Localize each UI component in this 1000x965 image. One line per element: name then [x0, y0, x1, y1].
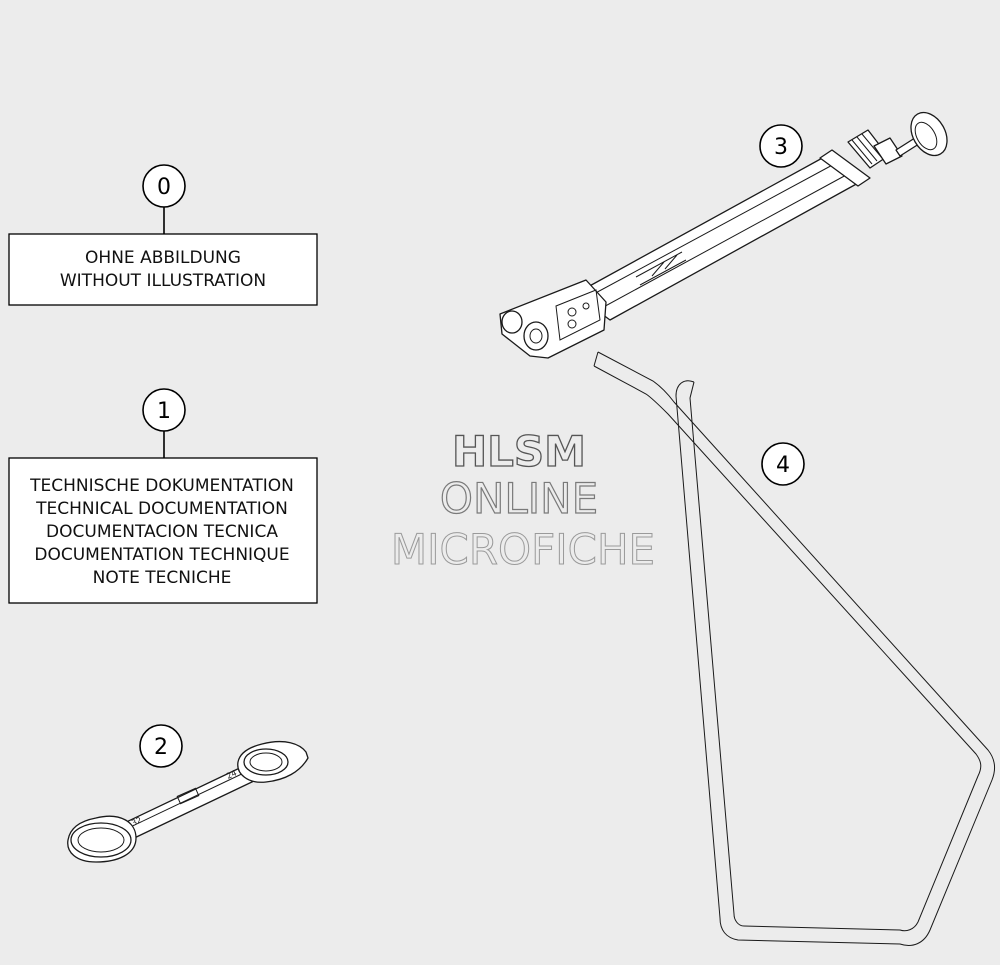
callout-4[interactable]: 4: [761, 442, 805, 486]
callout-3[interactable]: 3: [759, 124, 803, 168]
callout-4-number: 4: [776, 453, 790, 478]
box-1-line-4: DOCUMENTATION TECHNIQUE: [34, 545, 289, 565]
callout-0-number: 0: [157, 175, 171, 200]
suspension-tool-icon[interactable]: [499, 106, 954, 359]
callout-2-number: 2: [154, 735, 168, 760]
callout-2[interactable]: 2: [139, 724, 183, 768]
box-1-line-3: DOCUMENTACION TECNICA: [46, 522, 278, 542]
box-1-line-5: NOTE TECNICHE: [93, 568, 232, 588]
svg-text:32: 32: [130, 815, 143, 827]
watermark: HLSM ONLINE MICROFICHE: [390, 426, 655, 574]
callout-0-circle: [142, 164, 186, 208]
callout-0[interactable]: 0: [142, 164, 186, 234]
box-0-line-2: WITHOUT ILLUSTRATION: [60, 271, 266, 291]
watermark-line-2: ONLINE: [440, 474, 598, 523]
box-1-line-1: TECHNISCHE DOKUMENTATION: [29, 476, 294, 496]
box-0-line-1: OHNE ABBILDUNG: [85, 248, 241, 268]
wrench-icon[interactable]: 32 24: [67, 740, 309, 863]
callout-4-circle: [761, 442, 805, 486]
box-without-illustration: OHNE ABBILDUNG WITHOUT ILLUSTRATION: [8, 233, 318, 306]
callout-3-number: 3: [774, 135, 788, 160]
box-0-frame: [8, 233, 318, 306]
stand-icon[interactable]: [593, 351, 996, 946]
box-1-frame: [8, 457, 318, 604]
box-1-line-2: TECHNICAL DOCUMENTATION: [35, 499, 288, 519]
box-technical-documentation: TECHNISCHE DOKUMENTATION TECHNICAL DOCUM…: [8, 457, 318, 604]
watermark-line-3: MICROFICHE: [391, 525, 655, 574]
svg-text:24: 24: [225, 768, 238, 780]
callout-3-circle: [759, 124, 803, 168]
watermark-line-1: HLSM: [452, 427, 586, 476]
callout-2-circle: [139, 724, 183, 768]
callout-1-number: 1: [157, 399, 171, 424]
callout-1[interactable]: 1: [142, 388, 186, 458]
callout-1-circle: [142, 388, 186, 432]
